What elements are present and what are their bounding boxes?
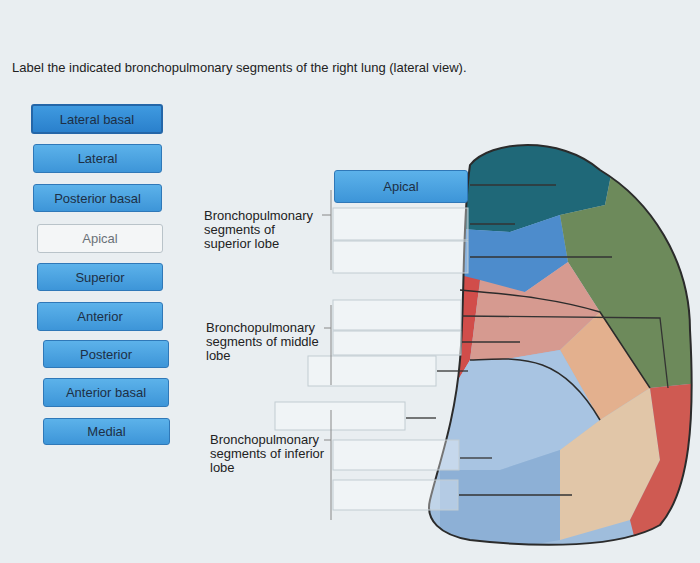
chip-text: Anterior xyxy=(77,309,123,324)
label-chip: Apical xyxy=(334,170,468,203)
label-chip: Anterior basal xyxy=(43,378,169,407)
chip-text: Posterior xyxy=(80,347,132,362)
label-chip: Superior xyxy=(37,263,163,291)
question-title: Label the indicated bronchopulmonary seg… xyxy=(12,60,467,75)
chip-text: Posterior basal xyxy=(54,191,141,206)
chip-text: Lateral basal xyxy=(60,112,134,127)
chip-text: Anterior basal xyxy=(66,385,146,400)
label-chip: Lateral basal xyxy=(31,104,163,134)
chip-text: Medial xyxy=(87,424,125,439)
label-chip: Apical xyxy=(37,224,163,253)
label-chip: Posterior basal xyxy=(33,184,162,212)
group-label: Bronchopulmonary segments of middle lobe xyxy=(206,321,324,363)
group-label: Bronchopulmonary segments of superior lo… xyxy=(204,209,322,251)
group-label: Bronchopulmonary segments of inferior lo… xyxy=(210,433,326,475)
label-chip: Posterior xyxy=(43,340,169,368)
label-chip: Anterior xyxy=(37,302,163,331)
chip-text: Superior xyxy=(75,270,124,285)
chip-text: Apical xyxy=(383,179,418,194)
chip-text: Apical xyxy=(82,231,117,246)
label-chip: Medial xyxy=(43,418,170,445)
chip-text: Lateral xyxy=(78,151,118,166)
label-chip: Lateral xyxy=(33,144,162,173)
